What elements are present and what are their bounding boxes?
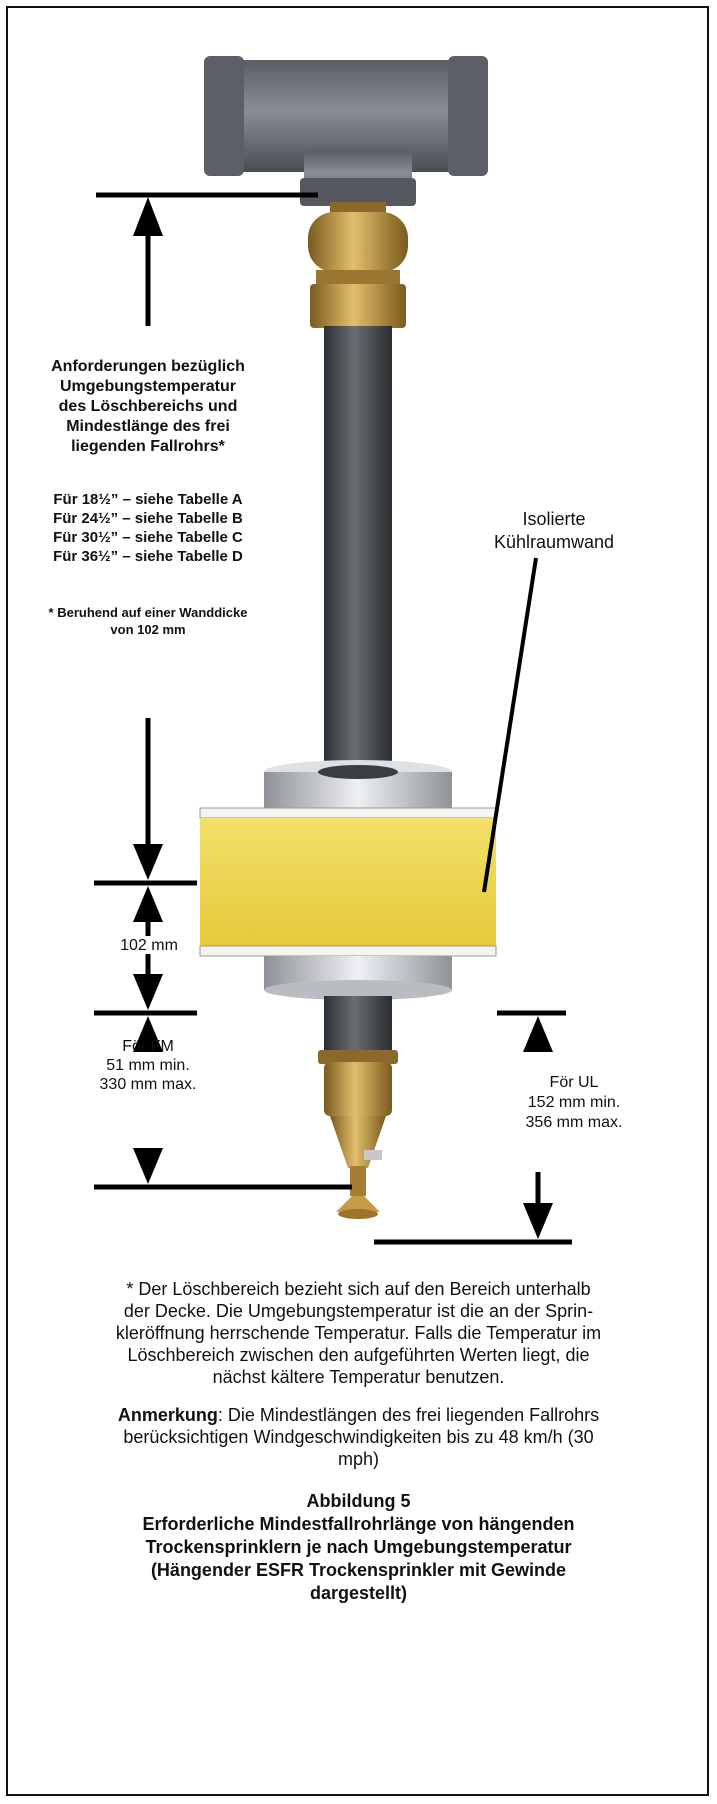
- remark-line: mph): [337, 1449, 379, 1469]
- fm-line: 330 mm max.: [99, 1076, 197, 1093]
- fm-dimension-label: För FM 51 mm min. 330 mm max.: [82, 1037, 214, 1094]
- requirements-heading-line: des Löschbereichs und: [58, 398, 238, 415]
- table-reference-item: Für 24½” – siehe Tabelle B: [53, 510, 243, 527]
- leader-line: [482, 557, 538, 893]
- arrowhead-down-fm: [133, 1148, 163, 1184]
- temperature-note: * Der Löschbereich bezieht sich auf den …: [26, 1278, 691, 1388]
- wall-thickness-label: 102 mm: [120, 937, 178, 954]
- wall-thickness-footnote: * Beruhend auf einer Wanddicke von 102 m…: [16, 604, 280, 638]
- requirements-heading-line: Mindestlänge des frei: [66, 418, 230, 435]
- wall-label: Isolierte Kühlraumwand: [454, 508, 654, 554]
- lower-flange: [264, 956, 452, 1000]
- brass-adapter: [308, 202, 408, 328]
- figure-title: Abbildung 5: [306, 1491, 411, 1511]
- note-line: * Der Löschbereich bezieht sich auf den …: [126, 1279, 591, 1299]
- figure-caption-line: (Hängender ESFR Trockensprinkler mit Gew…: [150, 1560, 567, 1580]
- figure-frame: [6, 6, 709, 1796]
- table-reference-item: Für 18½” – siehe Tabelle A: [53, 491, 243, 508]
- figure-caption-line: Erforderliche Mindestfallrohrlänge von h…: [142, 1514, 575, 1534]
- remark-line: Anmerkung: Die Mindestlängen des frei li…: [26, 1404, 691, 1426]
- footnote-line: * Beruhend auf einer Wanddicke: [48, 605, 248, 620]
- figure-caption-line: dargestellt): [309, 1583, 408, 1603]
- table-references: Für 18½” – siehe Tabelle A Für 24½” – si…: [16, 490, 280, 566]
- requirements-heading-line: Anforderungen bezüglich: [51, 358, 245, 375]
- pipe-tee: [204, 56, 488, 206]
- arrowhead-up-top: [133, 197, 163, 236]
- arrowhead-up-fm: [133, 1016, 163, 1052]
- arrowhead-up-ul: [523, 1016, 553, 1052]
- upper-flange: [264, 760, 452, 808]
- remark-text: : Die Mindestlängen des frei liegenden F…: [217, 1405, 600, 1425]
- arrowhead-down-ul: [523, 1203, 553, 1239]
- wall-label-line: Kühlraumwand: [493, 532, 615, 552]
- remark-label: Anmerkung: [117, 1405, 218, 1425]
- fm-line: 51 mm min.: [106, 1057, 190, 1074]
- requirements-heading-line: liegenden Fallrohrs*: [71, 438, 225, 455]
- note-line: Löschbereich zwischen den aufgeführten W…: [127, 1345, 590, 1365]
- wall-label-line: Isolierte: [522, 509, 586, 529]
- arrowheads: [133, 197, 553, 1239]
- arrowhead-up-wall-top: [133, 886, 163, 922]
- remark-line: berücksichtigen Windgeschwindigkeiten bi…: [123, 1427, 594, 1447]
- requirements-heading-line: Umgebungstemperatur: [59, 378, 237, 395]
- note-line: der Decke. Die Umgebungstemperatur ist d…: [123, 1301, 594, 1321]
- remark: Anmerkung: Die Mindestlängen des frei li…: [26, 1404, 691, 1470]
- table-reference-item: Für 36½” – siehe Tabelle D: [53, 548, 243, 565]
- ul-dimension-label: För UL 152 mm min. 356 mm max.: [494, 1073, 654, 1133]
- table-reference-item: Für 30½” – siehe Tabelle C: [53, 529, 243, 546]
- footnote-line: von 102 mm: [110, 622, 186, 637]
- arrowhead-down-wall-top: [133, 844, 163, 880]
- arrowhead-down-wall-bottom: [133, 974, 163, 1010]
- note-line: nächst kältere Temperatur benutzen.: [212, 1367, 505, 1387]
- ul-line: 356 mm max.: [525, 1114, 623, 1131]
- insulated-wall: [199, 807, 497, 957]
- ul-line: 152 mm min.: [527, 1094, 621, 1111]
- fm-line: För FM: [122, 1038, 174, 1055]
- figure-caption: Abbildung 5 Erforderliche Mindestfallroh…: [26, 1490, 691, 1605]
- requirements-heading: Anforderungen bezüglich Umgebungstempera…: [16, 357, 280, 457]
- drop-pipe: [324, 326, 392, 770]
- ul-line: För UL: [549, 1074, 599, 1091]
- figure-caption-line: Trockensprinklern je nach Umgebungstempe…: [145, 1537, 572, 1557]
- note-line: kleröffnung herrschende Temperatur. Fall…: [115, 1323, 602, 1343]
- sprinkler-head: [318, 996, 398, 1219]
